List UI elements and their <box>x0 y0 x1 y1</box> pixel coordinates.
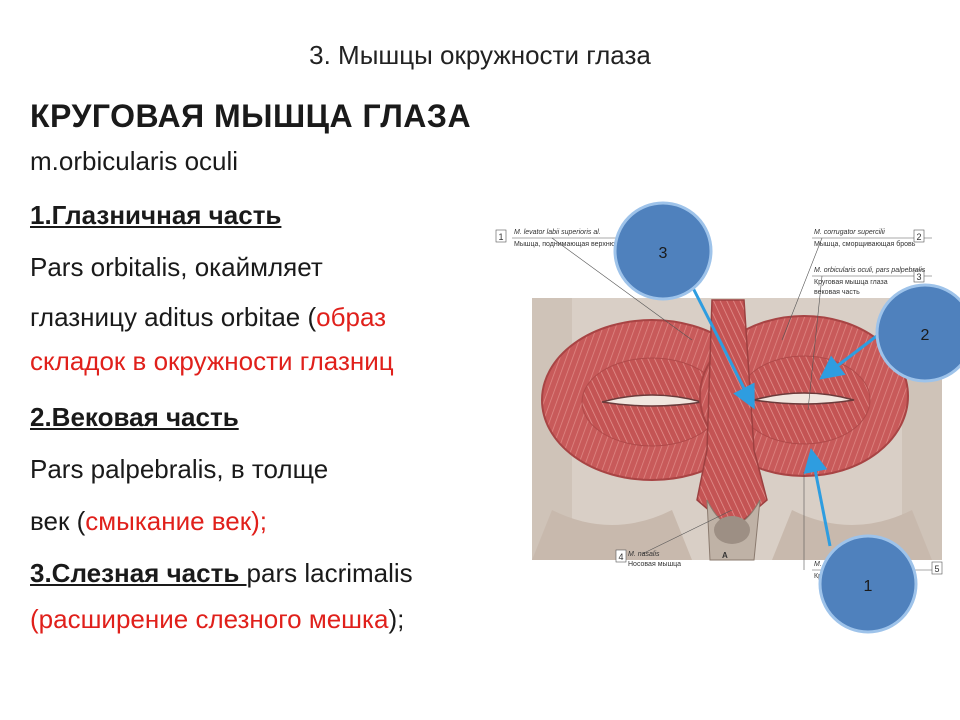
section-3-line-2: (расширение слезного мешка); <box>30 604 404 635</box>
label-corrugator-en: M. corrugator supercilii <box>814 229 885 236</box>
label-letter-a: A <box>722 551 728 560</box>
section-3-title: 3.Слезная часть pars lacrimalis <box>30 558 413 589</box>
section-2-line-1: Pars palpebralis, в толще <box>30 454 329 484</box>
figure-num-3: 3 <box>916 272 921 282</box>
label-orbicularis-en: M. orbicularis oculi <box>814 561 872 568</box>
section-2-line-2-red: смыкание век); <box>85 506 268 536</box>
anatomy-figure: 1 2 3 4 5 M. levator labii superioris al… <box>495 229 943 580</box>
section-3-title-text: 3.Слезная часть <box>30 558 247 588</box>
section-3-line-2-red: (расширение слезного мешка <box>30 604 389 634</box>
section-3-title-suffix: pars lacrimalis <box>246 558 413 588</box>
latin-name: m.orbicularis oculi <box>30 146 239 176</box>
section-1-line-2-red: образ <box>316 302 387 332</box>
section-1-line-3: складок в окружности глазниц <box>30 346 394 376</box>
right-eyelid-slit <box>753 392 855 405</box>
figure-num-1: 1 <box>498 232 503 242</box>
label-palpebral-en: M. orbicularis oculi, pars palpebralis <box>814 267 926 274</box>
label-nasalis-ru: Носовая мышца <box>628 561 681 568</box>
label-nasalis-en: M. nasalis <box>628 551 660 558</box>
text-column: КРУГОВАЯ МЫШЦА ГЛАЗА m.orbicularis oculi… <box>30 98 472 635</box>
section-3-line-2-end: ); <box>388 604 405 634</box>
label-levator-en: M. levator labii superioris al. <box>514 229 601 236</box>
section-1-line-1: Pars orbitalis, окаймляет <box>30 252 323 282</box>
label-corrugator-ru: Мышца, сморщивающая бровь <box>814 240 916 248</box>
figure-num-4: 4 <box>618 552 623 562</box>
figure-num-2: 2 <box>916 232 921 242</box>
figure-num-5: 5 <box>934 564 939 574</box>
section-2-line-2: век (смыкание век); <box>30 506 267 537</box>
section-1-title: 1.Глазничная часть <box>30 200 282 230</box>
label-levator-ru: Мышца, поднимающая верхнюю губу <box>514 240 636 248</box>
main-heading: КРУГОВАЯ МЫШЦА ГЛАЗА <box>30 98 472 134</box>
section-1-line-2-text: глазницу aditus orbitae ( <box>30 302 317 332</box>
section-2-title: 2.Вековая часть <box>30 402 239 432</box>
section-2-line-2-text: век ( <box>30 506 86 536</box>
label-palpebral-ru: Круговая мышца глаза <box>814 279 888 286</box>
label-palpebral-ru2: вековая часть <box>814 289 860 296</box>
section-1-line-2: глазницу aditus orbitae (образ <box>30 302 386 333</box>
slide-title: 3. Мышцы окружности глаза <box>309 40 651 70</box>
label-orbicularis-ru: Круговая мышца глаза <box>814 573 888 580</box>
